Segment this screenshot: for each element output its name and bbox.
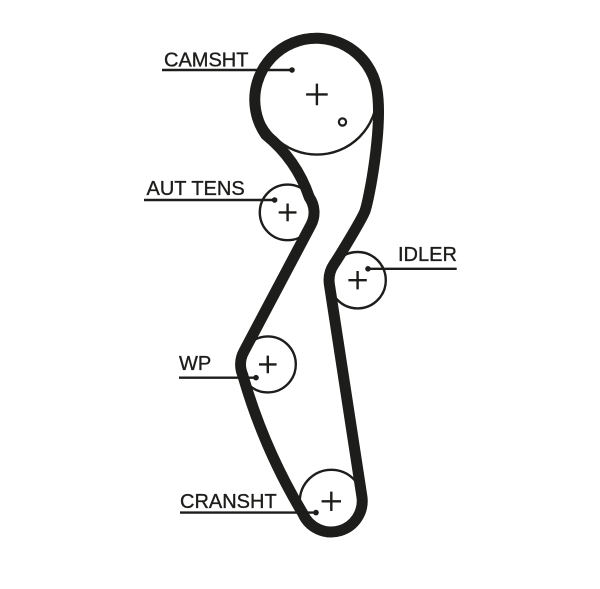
svg-text:CAMSHT: CAMSHT: [164, 50, 248, 72]
svg-text:IDLER: IDLER: [398, 244, 457, 266]
svg-text:WP: WP: [179, 353, 211, 375]
svg-text:CRANSHT: CRANSHT: [180, 491, 277, 513]
svg-text:AUT TENS: AUT TENS: [147, 178, 245, 200]
